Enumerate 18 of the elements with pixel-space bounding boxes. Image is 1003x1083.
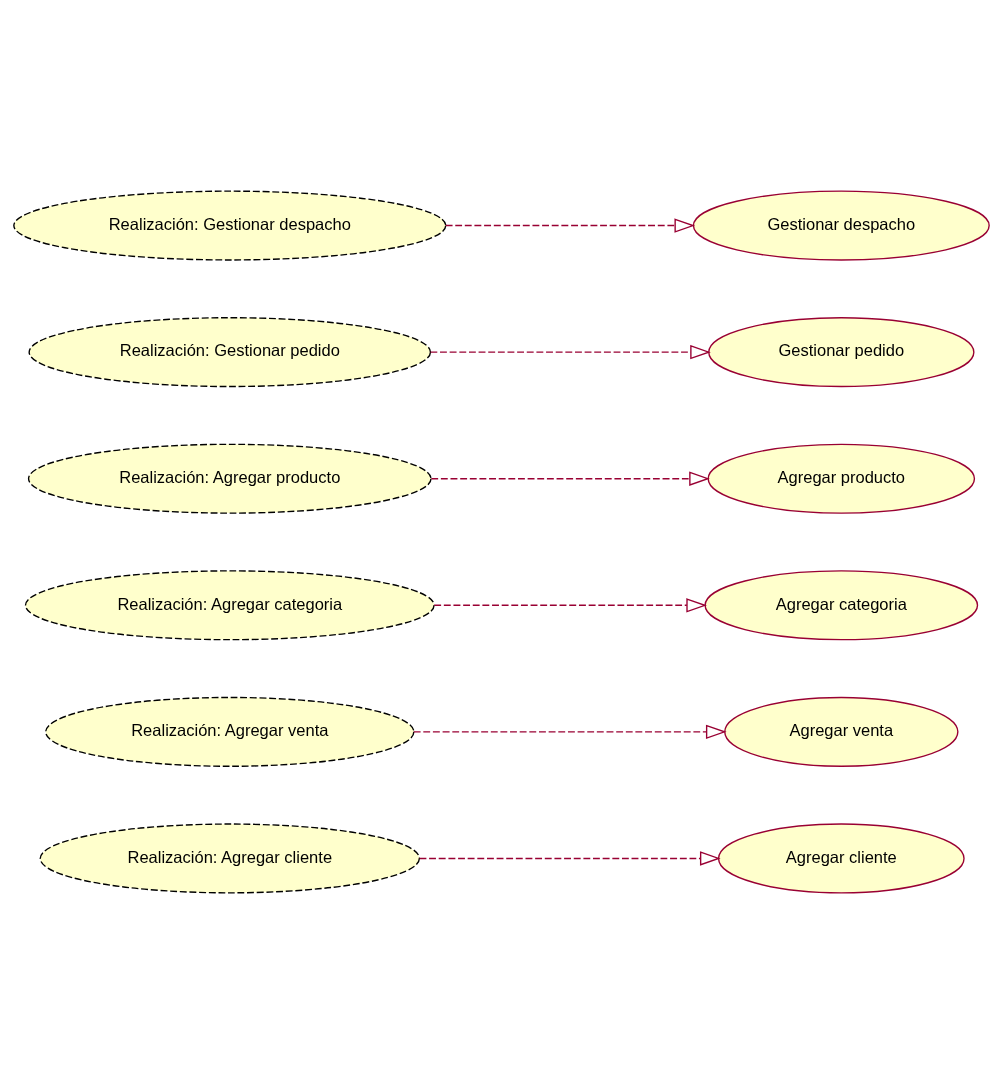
arrow bbox=[413, 724, 727, 739]
arrow bbox=[445, 217, 696, 233]
node-ellipse: Gestionar despacho bbox=[692, 189, 990, 261]
node-ellipse: Realización: Agregar cliente bbox=[39, 822, 421, 894]
arrow bbox=[429, 344, 711, 359]
node-ellipse: Agregar cliente bbox=[717, 822, 965, 894]
node-ellipse: Realización: Agregar venta bbox=[45, 696, 415, 767]
node-ellipse: Realización: Agregar producto bbox=[27, 443, 432, 514]
node-ellipse: Realización: Agregar categoria bbox=[24, 569, 435, 640]
node-ellipse: Realización: Gestionar despacho bbox=[13, 189, 447, 261]
node-ellipse: Agregar venta bbox=[724, 696, 959, 767]
node-ellipse: Agregar producto bbox=[707, 443, 976, 514]
arrow bbox=[430, 470, 710, 486]
node-ellipse: Gestionar pedido bbox=[708, 316, 975, 387]
arrow bbox=[433, 597, 707, 613]
arrow bbox=[418, 850, 721, 866]
node-ellipse: Agregar categoria bbox=[704, 569, 979, 640]
node-ellipse: Realización: Gestionar pedido bbox=[28, 316, 432, 387]
